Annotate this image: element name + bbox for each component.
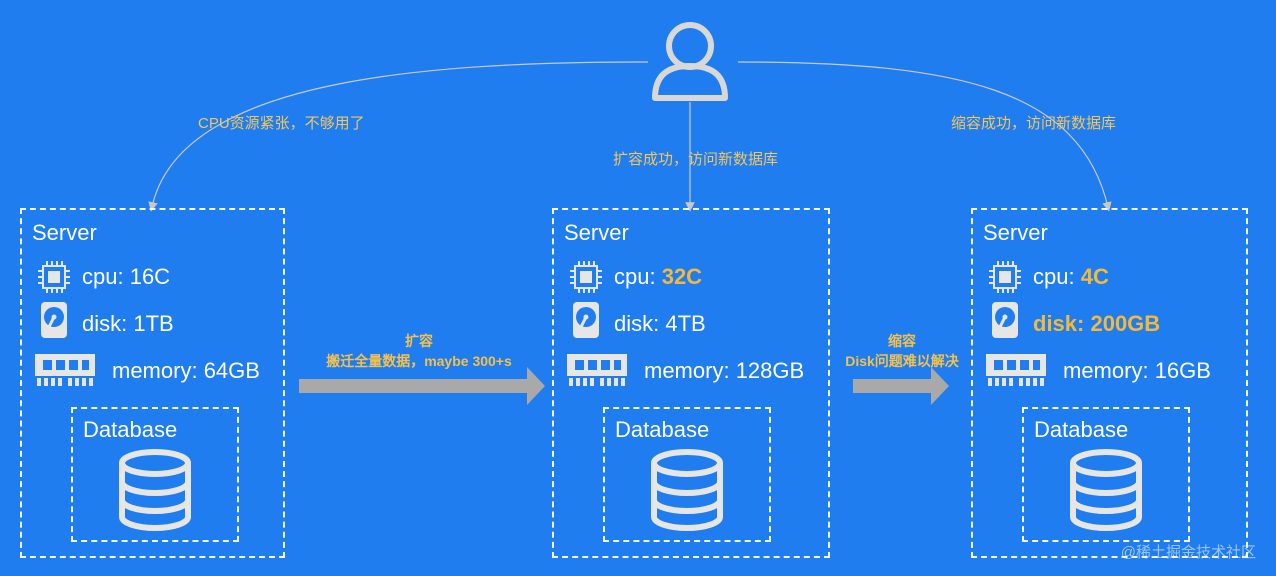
disk-spec: disk: 200GB <box>1033 311 1160 337</box>
cpu-label: cpu: <box>614 264 662 289</box>
cpu-value: 16C <box>129 264 171 289</box>
cpu-spec: cpu: 16C <box>82 264 170 290</box>
server-box-2: Server cpu: 32C disk: 4TB <box>552 208 830 558</box>
annotation-left: CPU资源紧张，不够用了 <box>198 115 365 132</box>
memory-label: memory: <box>112 358 204 383</box>
cpu-value: 32C <box>661 264 703 289</box>
disk-icon <box>41 302 67 338</box>
expand-label: 扩容 搬迁全量数据，maybe 300+s <box>300 331 538 371</box>
database-title: Database <box>615 417 710 442</box>
server-box-3: Server cpu: 4C disk: 200GB <box>971 208 1248 558</box>
disk-value: 1TB <box>133 311 174 336</box>
disk-value: 200GB <box>1090 311 1161 336</box>
cpu-icon <box>570 261 602 293</box>
disk-spec: disk: 1TB <box>82 311 174 337</box>
expand-label-detail: 搬迁全量数据，maybe 300+s <box>326 353 512 369</box>
memory-spec: memory: 64GB <box>112 358 260 384</box>
server-box-1: Server cpu: 16C disk: 1TB <box>20 208 285 558</box>
memory-label: memory: <box>1063 358 1155 383</box>
disk-label: disk: <box>82 311 134 336</box>
connector-left <box>148 61 649 212</box>
disk-spec: disk: 4TB <box>614 311 706 337</box>
shrink-label-detail: Disk问题难以解决 <box>845 353 959 369</box>
memory-value: 128GB <box>735 358 805 383</box>
memory-icon <box>986 354 1046 386</box>
server-title: Server <box>564 220 629 245</box>
memory-spec: memory: 16GB <box>1063 358 1211 384</box>
cpu-icon <box>989 261 1021 293</box>
cpu-spec: cpu: 32C <box>614 264 702 290</box>
shrink-label-title: 缩容 <box>888 333 916 349</box>
server-title: Server <box>32 220 97 245</box>
disk-label: disk: <box>1033 311 1091 336</box>
database-title: Database <box>83 417 178 442</box>
shrink-label: 缩容 Disk问题难以解决 <box>834 331 970 371</box>
disk-label: disk: <box>614 311 666 336</box>
database-box: Database <box>71 407 239 542</box>
memory-label: memory: <box>644 358 736 383</box>
expand-arrow <box>299 367 545 405</box>
memory-icon <box>35 354 95 386</box>
memory-icon <box>567 354 627 386</box>
database-box: Database <box>603 407 771 542</box>
annotation-middle: 扩容成功，访问新数据库 <box>613 151 779 168</box>
cpu-value: 4C <box>1080 264 1109 289</box>
watermark: @稀土掘金技术社区 <box>1120 544 1256 561</box>
cpu-icon <box>38 261 70 293</box>
database-icon <box>119 449 191 531</box>
database-icon <box>1070 449 1142 531</box>
shrink-arrow <box>853 367 949 405</box>
disk-value: 4TB <box>665 311 706 336</box>
server-title: Server <box>983 220 1048 245</box>
disk-icon <box>992 302 1018 338</box>
database-title: Database <box>1034 417 1129 442</box>
expand-label-title: 扩容 <box>405 333 433 349</box>
cpu-label: cpu: <box>1033 264 1081 289</box>
database-icon <box>651 449 723 531</box>
cpu-label: cpu: <box>82 264 130 289</box>
annotation-right: 缩容成功，访问新数据库 <box>951 115 1117 132</box>
memory-spec: memory: 128GB <box>644 358 804 384</box>
database-box: Database <box>1022 407 1190 542</box>
disk-icon <box>573 302 599 338</box>
memory-value: 16GB <box>1154 358 1211 383</box>
cpu-spec: cpu: 4C <box>1033 264 1109 290</box>
user-icon <box>652 22 728 101</box>
memory-value: 64GB <box>203 358 260 383</box>
connector-right <box>737 61 1112 212</box>
